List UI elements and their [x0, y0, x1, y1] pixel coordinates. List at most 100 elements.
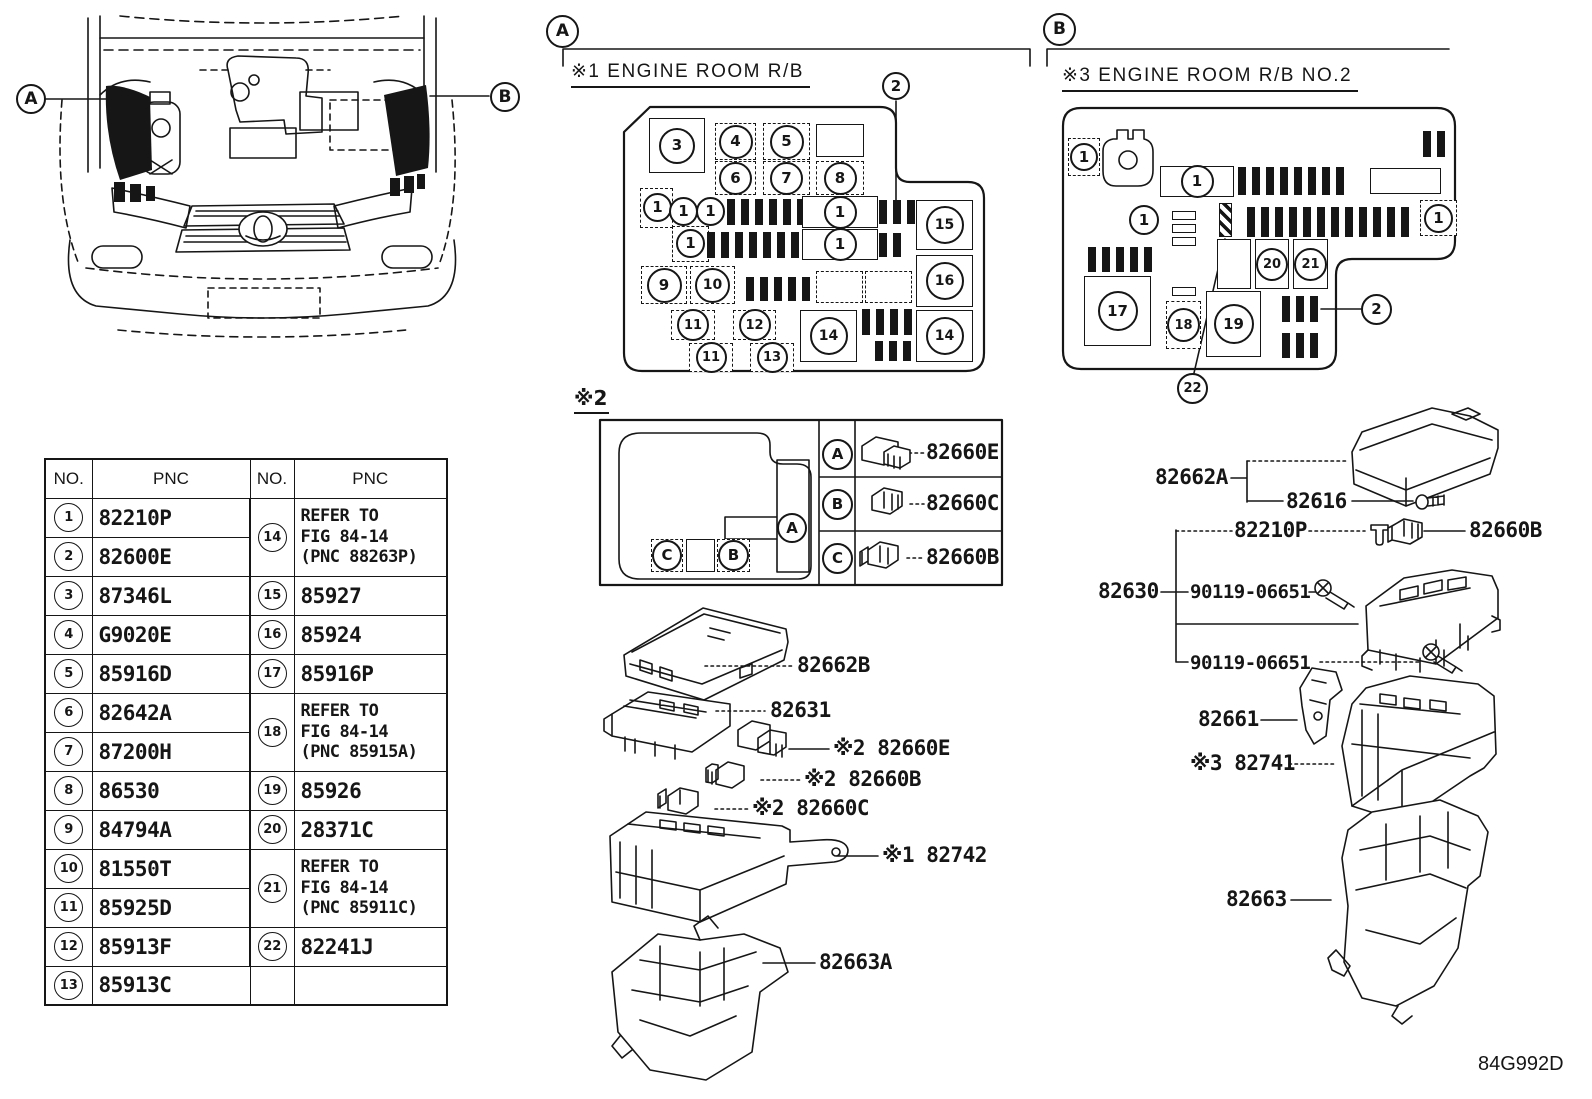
fuse-a-13: 13 — [756, 342, 788, 373]
row-no-badge: 2 — [54, 542, 84, 571]
fuse-bar-strip — [746, 277, 810, 301]
pnc-value: 85916P — [293, 653, 448, 694]
mini-fuse-slot — [1172, 287, 1196, 296]
pnc-value: 84794A — [91, 809, 251, 850]
section-brackets — [562, 48, 1450, 67]
fuse-a-box-6: 6 — [715, 161, 756, 195]
callout-2-section-b: 2 — [1361, 294, 1392, 325]
center-leader-lines — [704, 665, 879, 964]
fuse-a-1a: 1 — [643, 193, 672, 222]
table-row: 9 84794A 20 28371C — [44, 809, 448, 850]
fuse-a-3: 3 — [659, 127, 695, 164]
table-row: 6 82642A 18 REFER TO FIG 84-14 (PNC 8591… — [44, 692, 448, 772]
fuse-a-16: 16 — [925, 262, 964, 300]
fuse-a-6: 6 — [719, 161, 752, 195]
fuse-b-box-19: 19 — [1206, 291, 1261, 357]
fuse-b-empty-tall — [1217, 239, 1251, 289]
fuse-a-9: 9 — [646, 267, 682, 303]
fuse-a-7: 7 — [770, 161, 803, 195]
fuse-a-1c: 1 — [696, 197, 725, 226]
pnc-value: 87200H — [91, 731, 251, 772]
fuse-bar-strip — [1088, 247, 1152, 272]
row-no-badge: 6 — [54, 698, 84, 727]
fuse-b-1d: 1 — [1424, 204, 1453, 233]
fuse-a-box-5: 5 — [763, 123, 810, 160]
fuse-b-box-17: 17 — [1084, 276, 1151, 346]
fuse-b-18: 18 — [1167, 308, 1200, 342]
x2-row-b-key: B — [822, 489, 853, 520]
table-row: 13 85913C — [44, 965, 447, 1006]
fuse-a-box-8: 8 — [816, 161, 864, 195]
fuse-a-1d: 1 — [823, 195, 857, 229]
x2-pos-b: B — [718, 540, 749, 571]
mini-fuse-slot — [1172, 237, 1196, 246]
section-b-title: ※3 ENGINE ROOM R/B NO.2 — [1062, 64, 1359, 92]
x2-row-b-part: 82660C — [926, 491, 999, 515]
fuse-a-11: 11 — [677, 309, 709, 341]
table-row: 10 81550T 21 REFER TO FIG 84-14 (PNC 859… — [44, 848, 448, 928]
row-no-badge: 1 — [54, 503, 84, 532]
part-label-82660E: ※2 82660E — [833, 736, 951, 760]
table-row: 11 85925D — [44, 887, 447, 928]
row-no-badge: 7 — [54, 737, 84, 766]
part-label-82631: 82631 — [770, 698, 831, 722]
fuse-bar-strip — [1247, 207, 1409, 237]
fuse-a-8: 8 — [823, 161, 857, 195]
col-header: PNC — [91, 458, 251, 499]
callout-2-section-a: 2 — [882, 72, 910, 100]
pnc-value: G9020E — [91, 614, 251, 655]
pnc-value: 85926 — [293, 770, 448, 811]
fuse-b-17: 17 — [1097, 291, 1138, 331]
hatched-fuse-22 — [1219, 203, 1232, 237]
pnc-value: 28371C — [293, 809, 448, 850]
right-exploded-view — [1299, 407, 1501, 1025]
pnc-value: REFER TO FIG 84-14 (PNC 85915A) — [293, 692, 448, 772]
right-leader-lines — [1160, 460, 1466, 901]
x2-pos-c-box: C — [651, 539, 683, 572]
row-no-badge: 13 — [54, 970, 84, 1000]
vehicle-front-sketch — [45, 15, 490, 338]
part-label-82663: 82663 — [1226, 887, 1287, 911]
table-row: 1 82210P 14 REFER TO FIG 84-14 (PNC 8826… — [44, 497, 448, 577]
part-label-82660B-right: 82660B — [1469, 518, 1542, 542]
x2-row-c-part: 82660B — [926, 545, 999, 569]
x2-pos-b-box: B — [717, 539, 750, 572]
section-b-tag: B — [1043, 13, 1076, 46]
fuse-a-box-9: 9 — [641, 266, 687, 304]
x2-pos-a: A — [777, 513, 807, 543]
car-callout-a: A — [16, 84, 46, 114]
fuse-b-1b: 1 — [1180, 165, 1214, 198]
part-label-82661: 82661 — [1198, 707, 1259, 731]
fuse-b-20: 20 — [1256, 247, 1288, 281]
table-header-row: NO. PNC NO. PNC — [44, 458, 448, 499]
pnc-value: 82600E — [91, 536, 251, 577]
fuse-bar-strip — [1238, 167, 1344, 195]
part-label-82662A: 82662A — [1155, 465, 1228, 489]
fuse-b-1a: 1 — [1070, 143, 1098, 171]
center-exploded-view — [603, 607, 849, 1081]
fuse-b-1c: 1 — [1129, 205, 1159, 235]
row-no-badge: 5 — [54, 659, 84, 688]
table-row: 8 86530 19 85926 — [44, 770, 448, 811]
fuse-bar-strip — [875, 341, 911, 361]
table-row: 12 85913F 22 82241J — [44, 926, 448, 967]
fuse-a-box-15: 15 — [916, 200, 973, 250]
fuse-a-box-1-wide2: 1 — [802, 228, 878, 261]
x2-row-a-part: 82660E — [926, 440, 999, 464]
section-a-title: ※1 ENGINE ROOM R/B — [571, 60, 810, 88]
table-row: 7 87200H — [44, 731, 447, 772]
pnc-value: REFER TO FIG 84-14 (PNC 85911C) — [293, 848, 448, 928]
row-no-badge: 4 — [54, 620, 84, 649]
pnc-value: 82241J — [293, 926, 448, 967]
row-no-badge: 22 — [257, 932, 287, 961]
fuse-b-box-20: 20 — [1255, 239, 1289, 289]
fuse-a-box-14-right: 14 — [916, 310, 973, 362]
table-row: 4 G9020E 16 85924 — [44, 614, 448, 655]
fuse-b-empty-wide — [1370, 168, 1441, 194]
fuse-a-box-3: 3 — [649, 118, 705, 173]
fuse-bar-strip — [727, 199, 805, 225]
col-header: PNC — [293, 458, 448, 499]
x2-pos-c: C — [652, 540, 682, 571]
fuse-a-box-11b: 11 — [689, 342, 733, 373]
